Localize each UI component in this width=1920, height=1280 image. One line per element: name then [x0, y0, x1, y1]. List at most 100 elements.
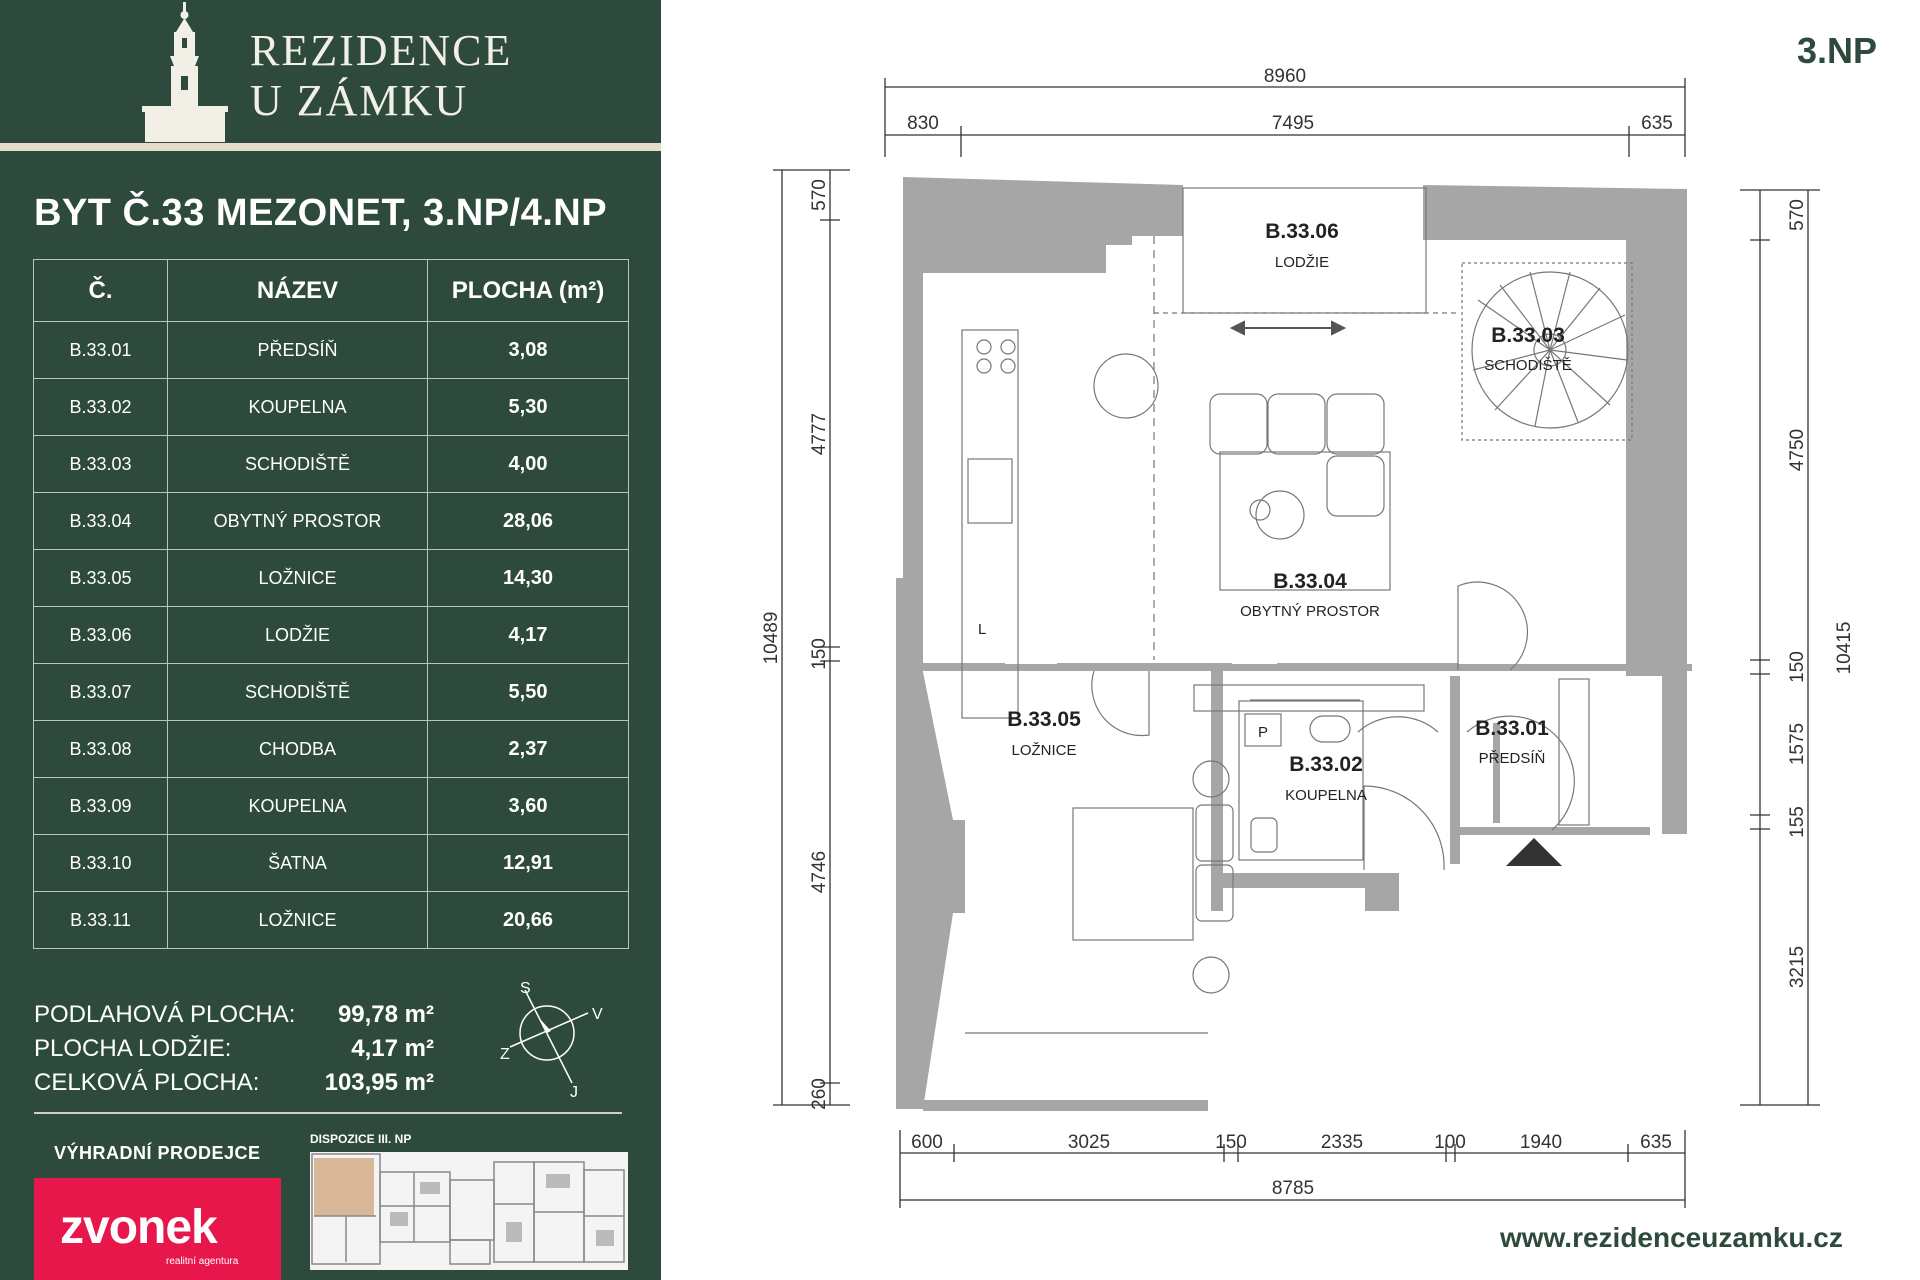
room-name-b3305: LOŽNICE — [1011, 742, 1076, 759]
room-name-b3304: OBYTNÝ PROSTOR — [1240, 603, 1380, 620]
floor-area-label: PODLAHOVÁ PLOCHA: — [34, 1001, 296, 1028]
col-header-name: NÁZEV — [167, 259, 428, 322]
total-area-row: CELKOVÁ PLOCHA: 103,95 m² — [34, 1066, 434, 1100]
dim-top-b: 7495 — [1272, 113, 1314, 134]
dim-right-e: 155 — [1787, 806, 1808, 838]
col-header-area: PLOCHA (m²) — [427, 259, 629, 322]
sliding-arrow-icon — [1229, 320, 1347, 336]
zvonek-logo-subtitle: realitní agentura — [166, 1256, 239, 1267]
room-area: 3,08 — [427, 321, 629, 379]
compass-s: S — [520, 980, 531, 997]
room-name: KOUPELNA — [167, 777, 428, 835]
loggia-area-label: PLOCHA LODŽIE: — [34, 1035, 232, 1062]
dim-left-total: 10489 — [761, 612, 782, 665]
brand-header: REZIDENCE U ZÁMKU — [0, 0, 661, 142]
room-name: SCHODIŠTĚ — [167, 663, 428, 721]
room-name-b3301: PŘEDSÍŇ — [1479, 750, 1546, 767]
room-code: B.33.05 — [33, 549, 168, 607]
dispo-title: DISPOZICE III. NP — [310, 1132, 412, 1146]
fixture-label-p: P — [1258, 724, 1268, 741]
dim-right-f: 3215 — [1787, 946, 1808, 988]
fixture-label-l: L — [978, 621, 986, 638]
room-area: 28,06 — [427, 492, 629, 550]
dimension-lines — [773, 78, 1820, 1208]
room-code-b3306: B.33.06 — [1265, 220, 1339, 243]
dim-top-a: 830 — [907, 113, 939, 134]
dim-bottom-b: 3025 — [1068, 1132, 1110, 1153]
seller-title: VÝHRADNÍ PRODEJCE — [54, 1143, 261, 1163]
room-name: KOUPELNA — [167, 378, 428, 436]
dim-left-d: 4746 — [809, 851, 830, 893]
table-header-row: Č. NÁZEV PLOCHA (m²) — [33, 259, 629, 322]
room-area: 4,00 — [427, 435, 629, 493]
room-area: 20,66 — [427, 891, 629, 949]
brand-name: REZIDENCE U ZÁMKU — [250, 26, 512, 126]
room-code: B.33.03 — [33, 435, 168, 493]
compass-j: J — [570, 1084, 578, 1101]
apartment-title: BYT Č.33 MEZONET, 3.NP/4.NP — [34, 192, 608, 234]
floor-area-row: PODLAHOVÁ PLOCHA: 99,78 m² — [34, 998, 434, 1032]
summary-divider — [34, 1112, 622, 1114]
room-code-b3304: B.33.04 — [1273, 570, 1347, 593]
room-code-b3302: B.33.02 — [1289, 753, 1363, 776]
tower-logo-icon — [142, 2, 228, 142]
room-name-b3303: SCHODIŠTĚ — [1484, 357, 1572, 374]
room-code: B.33.08 — [33, 720, 168, 778]
room-code-b3303: B.33.03 — [1491, 324, 1565, 347]
room-code: B.33.10 — [33, 834, 168, 892]
room-code: B.33.06 — [33, 606, 168, 664]
room-area: 12,91 — [427, 834, 629, 892]
area-summary: PODLAHOVÁ PLOCHA: 99,78 m² PLOCHA LODŽIE… — [34, 998, 434, 1100]
dim-bottom-a: 600 — [911, 1132, 943, 1153]
room-name-b3302: KOUPELNA — [1285, 787, 1367, 804]
floor-plan: B.33.06 LODŽIE B.33.03 SCHODIŠTĚ B.33.04… — [761, 66, 1855, 1208]
dim-bottom-g: 635 — [1640, 1132, 1672, 1153]
room-name: PŘEDSÍŇ — [167, 321, 428, 379]
room-area: 3,60 — [427, 777, 629, 835]
zvonek-logo-text: zvonek — [60, 1201, 218, 1254]
floor-overview-thumbnail — [310, 1152, 628, 1270]
plan-walls — [896, 177, 1692, 1111]
floor-badge: 3.NP — [1797, 30, 1878, 71]
room-name: LODŽIE — [167, 606, 428, 664]
dim-right-total: 10415 — [1834, 622, 1855, 675]
room-code: B.33.07 — [33, 663, 168, 721]
room-name: SCHODIŠTĚ — [167, 435, 428, 493]
brand-line1: REZIDENCE — [250, 26, 513, 75]
loggia-area-value: 4,17 m² — [351, 1035, 434, 1062]
dim-right-b: 4750 — [1787, 429, 1808, 471]
info-panel: REZIDENCE U ZÁMKU BYT Č.33 MEZONET, 3.NP… — [0, 0, 661, 1280]
dim-bottom-f: 1940 — [1520, 1132, 1562, 1153]
loggia-area-row: PLOCHA LODŽIE: 4,17 m² — [34, 1032, 434, 1066]
floor-area-value: 99,78 m² — [337, 1001, 434, 1028]
room-code: B.33.01 — [33, 321, 168, 379]
room-code: B.33.02 — [33, 378, 168, 436]
room-name: LOŽNICE — [167, 891, 428, 949]
zvonek-logo[interactable]: zvonek realitní agentura — [34, 1178, 281, 1280]
room-name-b3306: LODŽIE — [1275, 254, 1329, 271]
room-name: OBYTNÝ PROSTOR — [167, 492, 428, 550]
room-code-b3301: B.33.01 — [1475, 717, 1549, 740]
dim-right-d: 1575 — [1787, 723, 1808, 765]
compass-z: Z — [500, 1046, 510, 1063]
dim-left-a: 570 — [809, 179, 830, 211]
total-area-label: CELKOVÁ PLOCHA: — [34, 1069, 260, 1096]
dim-right-a: 570 — [1787, 199, 1808, 231]
header-divider — [0, 143, 661, 151]
dim-top-total: 8960 — [1264, 66, 1306, 87]
website-link[interactable]: www.rezidenceuzamku.cz — [1500, 1222, 1843, 1253]
dim-left-e: 260 — [809, 1078, 830, 1110]
brand-line2: U ZÁMKU — [250, 76, 469, 125]
stair-arrow-icon — [1506, 838, 1562, 866]
dim-right-c: 150 — [1787, 651, 1808, 683]
dim-left-b: 4777 — [809, 413, 830, 455]
